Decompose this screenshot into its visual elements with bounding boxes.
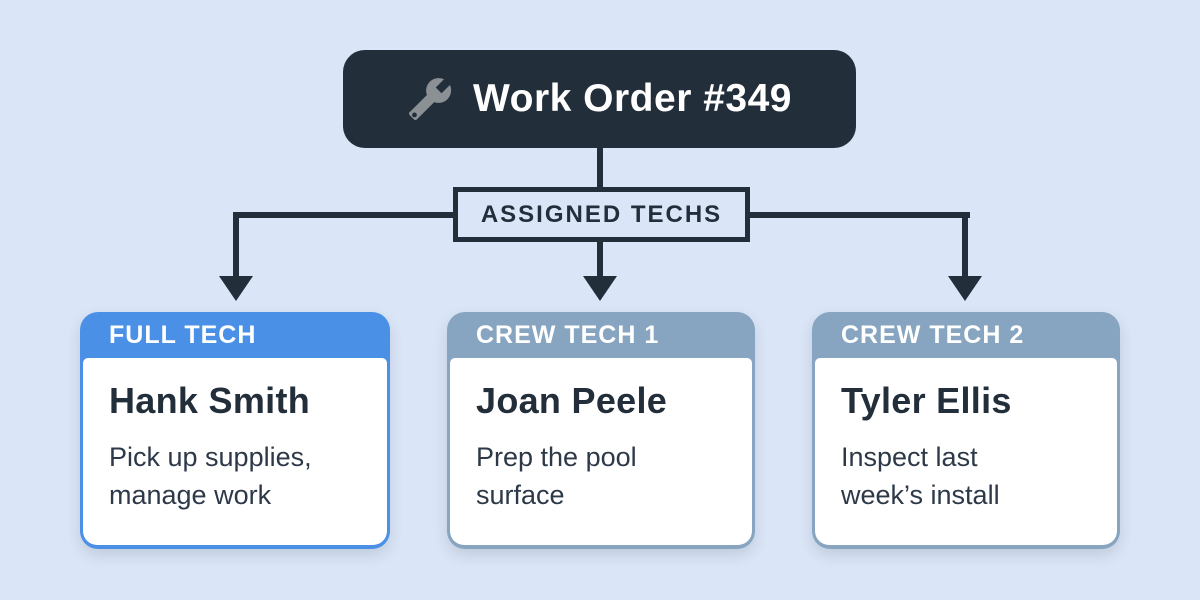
tech-card-body: Tyler Ellis Inspect last week’s install <box>815 358 1117 545</box>
tech-card-crew-tech-1: CREW TECH 1 Joan Peele Prep the pool sur… <box>447 312 755 549</box>
tech-card-body: Hank Smith Pick up supplies, manage work <box>83 358 387 545</box>
connector-line-drop-right <box>962 212 968 278</box>
arrowhead-down-middle-icon <box>583 276 617 301</box>
assigned-techs-junction: ASSIGNED TECHS <box>453 187 750 242</box>
tech-card-full-tech: FULL TECH Hank Smith Pick up supplies, m… <box>80 312 390 549</box>
assigned-techs-label: ASSIGNED TECHS <box>480 200 723 228</box>
tech-card-body: Joan Peele Prep the pool surface <box>450 358 752 545</box>
tech-task: Prep the pool surface <box>476 442 637 511</box>
tech-card-role-header: FULL TECH <box>83 312 387 358</box>
tech-card-crew-tech-2: CREW TECH 2 Tyler Ellis Inspect last wee… <box>812 312 1120 549</box>
arrowhead-down-left-icon <box>219 276 253 301</box>
tech-role-label: FULL TECH <box>109 320 257 349</box>
connector-line-arm-left <box>233 212 455 218</box>
tech-card-role-header: CREW TECH 2 <box>815 312 1117 358</box>
tech-card-role-header: CREW TECH 1 <box>450 312 752 358</box>
tech-name: Joan Peele <box>476 380 668 421</box>
tech-name: Hank Smith <box>109 380 311 421</box>
tech-task: Inspect last week’s install <box>841 442 1000 511</box>
connector-line-root-to-junction <box>597 146 603 189</box>
tech-role-label: CREW TECH 1 <box>476 320 660 349</box>
wrench-icon <box>407 76 453 122</box>
tech-task: Pick up supplies, manage work <box>109 442 312 511</box>
work-order-title: Work Order #349 <box>473 77 792 120</box>
connector-line-drop-middle <box>597 240 603 278</box>
arrowhead-down-right-icon <box>948 276 982 301</box>
tech-name: Tyler Ellis <box>841 380 1012 421</box>
connector-line-drop-left <box>233 212 239 278</box>
tech-role-label: CREW TECH 2 <box>841 320 1025 349</box>
work-order-node: Work Order #349 <box>343 50 856 148</box>
connector-line-arm-right <box>748 212 970 218</box>
